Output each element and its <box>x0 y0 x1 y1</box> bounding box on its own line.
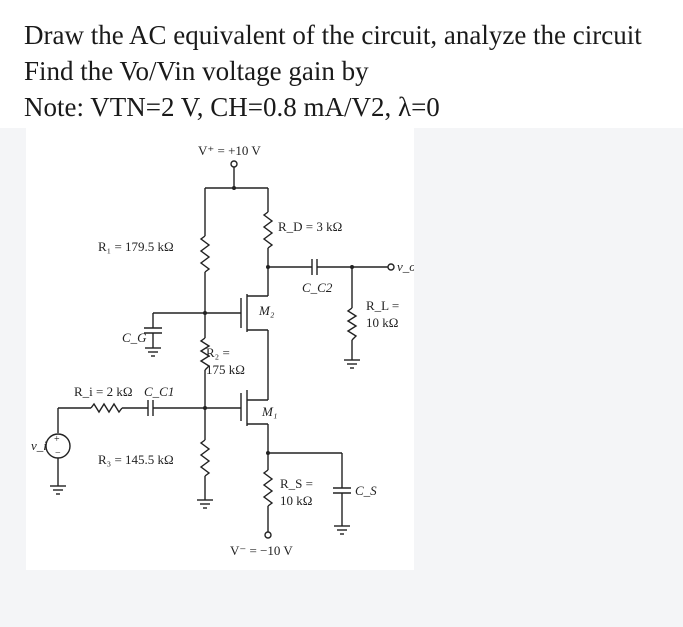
vi-source: + − <box>45 433 71 459</box>
circuit-figure: V⁺ = +10 V R₁ = 179.5 kΩ R₂ = 175 kΩ R₃ … <box>26 128 414 570</box>
r3-label: R₃ = 145.5 kΩ <box>98 452 174 467</box>
cc1-label: C_C1 <box>144 384 174 399</box>
r1-resistor <box>199 235 211 273</box>
r3-resistor <box>199 439 211 477</box>
rs-label-value: 10 kΩ <box>280 493 312 508</box>
vminus-label: V⁻ = −10 V <box>230 543 293 558</box>
ri-label: R_i = 2 kΩ <box>74 384 133 399</box>
r2-label-value: 175 kΩ <box>206 362 245 377</box>
r1-label: R₁ = 179.5 kΩ <box>98 239 174 254</box>
rl-label-value: 10 kΩ <box>366 315 398 330</box>
rs-resistor <box>262 469 274 507</box>
vo-label: v_o <box>397 259 414 274</box>
rd-resistor <box>262 211 274 249</box>
ri-resistor <box>90 402 123 414</box>
m1-label: M₁ <box>261 404 277 419</box>
m2-transistor <box>240 294 268 332</box>
cs-label: C_S <box>355 483 377 498</box>
vi-plus-sign: + <box>54 434 60 445</box>
rs-label-name: R_S = <box>280 476 313 491</box>
ground-vi <box>50 485 66 495</box>
vo-terminal <box>387 263 395 271</box>
rl-label-name: R_L = <box>366 298 399 313</box>
cg-label: C_G <box>122 330 147 345</box>
m1-transistor <box>240 390 268 426</box>
vplus-terminal <box>230 160 238 188</box>
ground-cg <box>145 347 161 357</box>
r2-resistor <box>199 337 211 371</box>
cs-capacitor <box>333 487 351 494</box>
m2-label: M₂ <box>258 303 275 318</box>
junction-dots <box>203 186 354 455</box>
r2-label-name: R₂ = <box>206 345 230 360</box>
vminus-terminal <box>264 531 272 539</box>
question-text: Draw the AC equivalent of the circuit, a… <box>0 0 683 128</box>
cc1-capacitor <box>147 400 154 416</box>
cc2-capacitor <box>311 259 318 275</box>
vplus-label: V⁺ = +10 V <box>198 143 261 158</box>
question-line-2: Find the Vo/Vin voltage gain by <box>24 56 369 86</box>
vi-label: v_i <box>31 438 47 453</box>
question-line-1: Draw the AC equivalent of the circuit, a… <box>24 20 642 50</box>
circuit-schematic: V⁺ = +10 V R₁ = 179.5 kΩ R₂ = 175 kΩ R₃ … <box>31 143 414 558</box>
rl-resistor <box>346 307 358 341</box>
vi-minus-sign: − <box>55 448 61 459</box>
ground-r3 <box>197 499 213 509</box>
question-line-3: Note: VTN=2 V, CH=0.8 mA/V2, λ=0 <box>24 92 440 122</box>
cg-capacitor <box>144 327 162 334</box>
cc2-label: C_C2 <box>302 280 333 295</box>
ground-cs <box>334 525 350 535</box>
ground-rl <box>344 359 360 369</box>
rd-label: R_D = 3 kΩ <box>278 219 342 234</box>
